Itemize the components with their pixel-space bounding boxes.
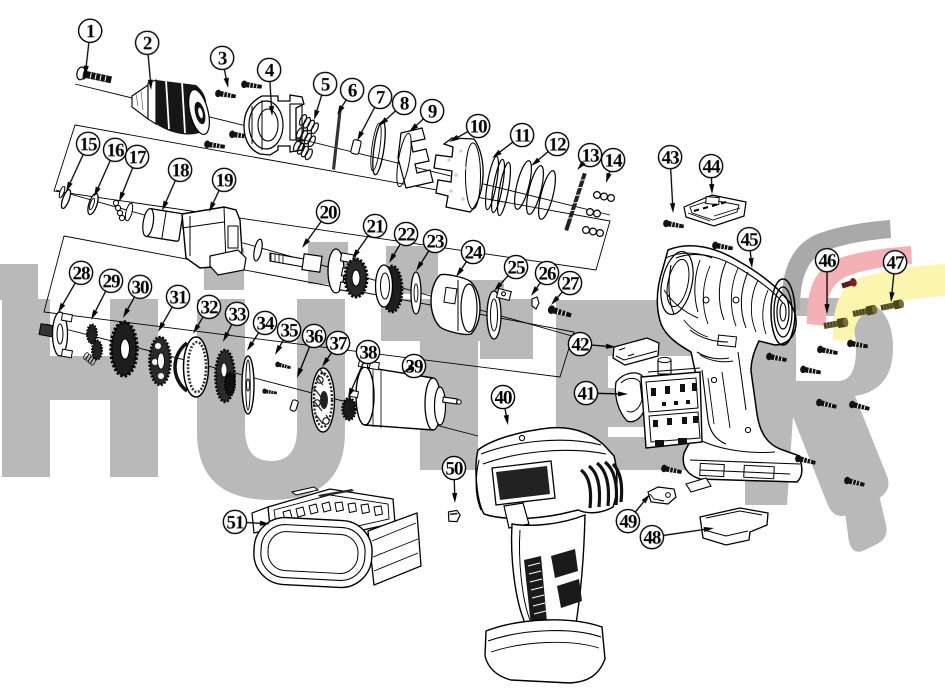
- svg-text:23: 23: [427, 231, 445, 252]
- svg-text:42: 42: [571, 334, 589, 355]
- svg-text:27: 27: [562, 273, 581, 294]
- svg-text:26: 26: [539, 263, 557, 284]
- svg-text:38: 38: [359, 342, 377, 363]
- svg-text:47: 47: [887, 253, 906, 274]
- svg-text:21: 21: [367, 216, 385, 237]
- svg-text:48: 48: [643, 527, 661, 548]
- svg-text:51: 51: [226, 512, 244, 533]
- svg-text:28: 28: [73, 263, 91, 284]
- svg-text:35: 35: [281, 320, 299, 341]
- svg-text:36: 36: [306, 326, 324, 347]
- svg-text:45: 45: [741, 229, 759, 250]
- svg-text:30: 30: [132, 277, 150, 298]
- svg-text:15: 15: [80, 134, 98, 155]
- svg-text:2: 2: [143, 33, 152, 54]
- svg-text:33: 33: [229, 304, 247, 325]
- svg-text:39: 39: [405, 356, 423, 377]
- svg-text:3: 3: [218, 48, 227, 69]
- svg-text:50: 50: [445, 458, 463, 479]
- svg-text:4: 4: [265, 60, 275, 81]
- svg-text:18: 18: [172, 160, 190, 181]
- svg-text:20: 20: [320, 202, 338, 223]
- svg-text:41: 41: [577, 383, 595, 404]
- svg-text:32: 32: [201, 297, 219, 318]
- svg-text:43: 43: [662, 147, 680, 168]
- svg-text:29: 29: [103, 271, 121, 292]
- svg-text:34: 34: [257, 313, 276, 334]
- svg-text:12: 12: [549, 134, 567, 155]
- svg-text:8: 8: [400, 93, 409, 114]
- svg-text:11: 11: [514, 125, 530, 146]
- svg-text:10: 10: [470, 116, 488, 137]
- svg-text:37: 37: [329, 333, 348, 354]
- svg-text:24: 24: [465, 242, 484, 263]
- svg-text:22: 22: [398, 224, 416, 245]
- svg-text:9: 9: [428, 101, 437, 122]
- svg-text:5: 5: [321, 74, 330, 95]
- svg-text:14: 14: [605, 150, 624, 171]
- svg-text:25: 25: [508, 257, 526, 278]
- svg-text:17: 17: [129, 147, 148, 168]
- svg-text:46: 46: [819, 250, 837, 271]
- svg-text:13: 13: [582, 145, 600, 166]
- svg-text:1: 1: [86, 21, 95, 42]
- svg-text:44: 44: [703, 156, 722, 177]
- svg-text:6: 6: [348, 80, 357, 101]
- svg-text:40: 40: [494, 387, 512, 408]
- svg-text:31: 31: [170, 287, 188, 308]
- svg-text:16: 16: [107, 140, 125, 161]
- svg-text:19: 19: [216, 170, 234, 191]
- svg-text:49: 49: [619, 511, 637, 532]
- svg-text:7: 7: [376, 87, 386, 108]
